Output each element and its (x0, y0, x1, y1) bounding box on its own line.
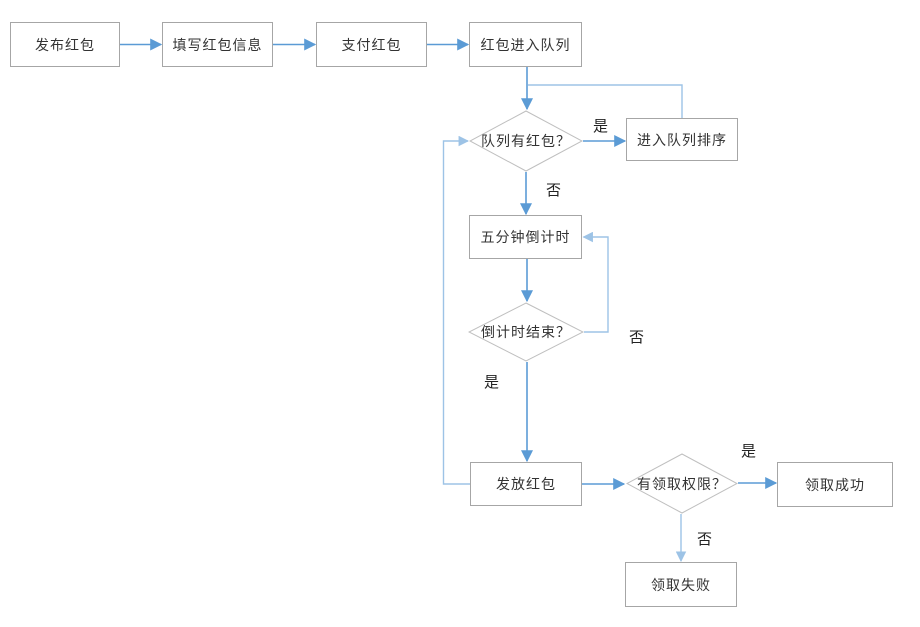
diamond-shape (469, 110, 583, 172)
node-pay: 支付红包 (316, 22, 427, 67)
node-success: 领取成功 (777, 462, 893, 507)
node-queue-has-decision: 队列有红包？ (469, 110, 583, 172)
edge-distribute-loopback-queue-has (442, 135, 470, 485)
node-success-label: 领取成功 (805, 476, 865, 493)
edge-label-permission-no: 否 (697, 531, 713, 548)
edge-sort-queue-loopback (528, 84, 683, 118)
node-distribute: 发放红包 (470, 462, 582, 506)
node-distribute-label: 发放红包 (496, 476, 556, 492)
edge-countdown-over-loop-no (582, 231, 609, 333)
node-countdown: 五分钟倒计时 (469, 215, 582, 259)
node-enqueue-label: 红包进入队列 (480, 36, 571, 53)
node-countdown-over-decision: 倒计时结束？ (468, 302, 584, 362)
node-enqueue: 红包进入队列 (469, 22, 582, 67)
node-countdown-over-label: 倒计时结束？ (481, 324, 571, 340)
edge-label-queue-yes: 是 (593, 118, 609, 135)
node-publish: 发布红包 (10, 22, 120, 67)
node-fail-label: 领取失败 (651, 576, 711, 593)
edge-label-queue-no: 否 (546, 182, 562, 199)
node-countdown-label: 五分钟倒计时 (480, 229, 571, 245)
node-fail: 领取失败 (625, 562, 737, 607)
node-has-permission-decision: 有领取权限？ (626, 453, 738, 514)
edge-label-permission-yes: 是 (741, 443, 757, 460)
node-fill-info: 填写红包信息 (162, 22, 273, 67)
edge-label-countdown-no: 否 (629, 329, 645, 346)
diamond-shape (468, 302, 584, 362)
edge-label-countdown-yes: 是 (484, 374, 500, 391)
node-pay-label: 支付红包 (341, 36, 402, 53)
node-sort-queue: 进入队列排序 (626, 118, 738, 161)
diamond-shape (626, 453, 738, 514)
node-fill-info-label: 填写红包信息 (172, 36, 263, 53)
node-has-permission-label: 有领取权限？ (637, 475, 727, 492)
node-publish-label: 发布红包 (35, 36, 95, 53)
node-queue-has-label: 队列有红包？ (481, 133, 571, 149)
node-sort-queue-label: 进入队列排序 (637, 131, 727, 148)
